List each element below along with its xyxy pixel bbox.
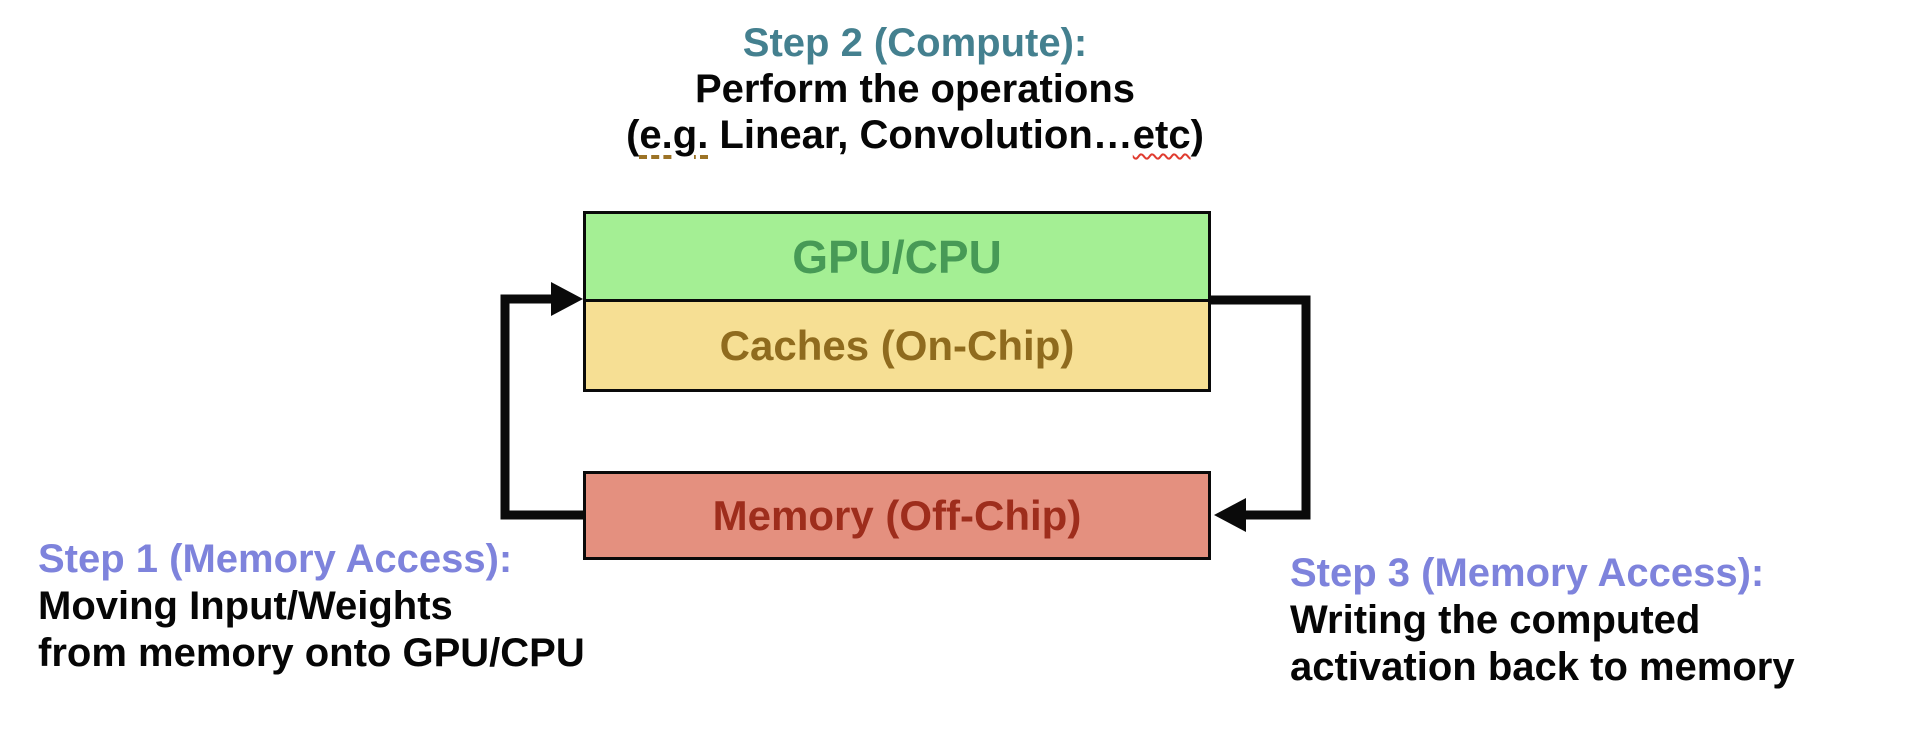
step1-text-block: Step 1 (Memory Access): Moving Input/Wei… [38, 536, 585, 677]
caches-label: Caches (On-Chip) [719, 321, 1075, 369]
step3-line2: Writing the computed [1290, 598, 1701, 642]
step1-line3: from memory onto GPU/CPU [38, 631, 585, 675]
step1-line2: Moving Input/Weights [38, 584, 453, 628]
step1-arrow [500, 282, 584, 520]
step3-text-block: Step 3 (Memory Access): Writing the comp… [1290, 550, 1795, 691]
caches-box: Caches (On-Chip) [583, 299, 1211, 392]
step2-line2: Perform the operations [694, 67, 1136, 111]
step2-text-block: Step 2 (Compute): Perform the operations… [500, 20, 1330, 158]
step2-line3-open: ( [626, 113, 640, 157]
step1-title: Step 1 (Memory Access): [38, 537, 513, 581]
step3-arrow [1210, 295, 1311, 532]
memory-label: Memory (Off-Chip) [712, 491, 1082, 539]
step3-line3: activation back to memory [1290, 645, 1795, 689]
step2-title: Step 2 (Compute): [742, 21, 1088, 65]
memory-box: Memory (Off-Chip) [583, 471, 1211, 560]
step2-line3-eg: e.g. [639, 113, 709, 157]
step2-line3-mid: Linear, Convolution… [708, 113, 1133, 157]
step2-line3-etc: etc [1132, 113, 1191, 157]
gpu-cpu-label: GPU/CPU [792, 230, 1002, 283]
step2-line3-close: ) [1190, 113, 1204, 157]
step1-arrowhead [551, 282, 583, 316]
gpu-cpu-box: GPU/CPU [583, 211, 1211, 302]
step3-title: Step 3 (Memory Access): [1290, 551, 1765, 595]
step3-arrowhead [1214, 498, 1246, 532]
step2-line3: (e.g. Linear, Convolution…etc) [500, 112, 1330, 158]
